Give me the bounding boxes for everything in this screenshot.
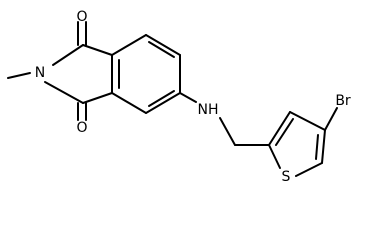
structure-svg: O O N NH Br S: [7, 9, 351, 185]
bond-c5-c4-inner: [148, 90, 175, 107]
bond-n-methyl: [7, 72, 31, 79]
bond-c4-br: [324, 107, 338, 131]
bond-c4-c3a: [111, 92, 147, 114]
bond-c7-c6: [145, 34, 181, 56]
atom-o-top: O: [76, 9, 87, 25]
bond-c4-c5-inner: [315, 134, 319, 160]
bond-c5-nh: [179, 92, 197, 103]
bond-s-c2: [268, 144, 281, 169]
bond-c3-c4: [289, 111, 326, 131]
bond-nh-ch2: [219, 117, 236, 146]
bond-c1-c7a: [82, 44, 113, 56]
bond-c3-c3a: [82, 92, 113, 104]
atom-n-amine: NH: [198, 102, 219, 118]
atom-br: Br: [335, 93, 351, 109]
atom-o-bottom: O: [76, 120, 87, 136]
bond-n-c3: [44, 81, 84, 104]
bond-c5-s: [295, 162, 323, 177]
bond-c2-c3-inner: [275, 118, 294, 146]
bond-c1-n: [52, 44, 84, 66]
atom-n-imide: N: [35, 65, 45, 81]
bond-c7-c6-inner: [148, 41, 175, 58]
molecule-drawing: O O N NH Br S: [7, 9, 351, 185]
bond-c2-c3: [268, 111, 291, 146]
bond-c4-c5: [321, 129, 326, 164]
bond-c5-c4: [145, 92, 181, 114]
atom-s: S: [282, 169, 291, 185]
bond-c7a-c7: [111, 34, 147, 56]
